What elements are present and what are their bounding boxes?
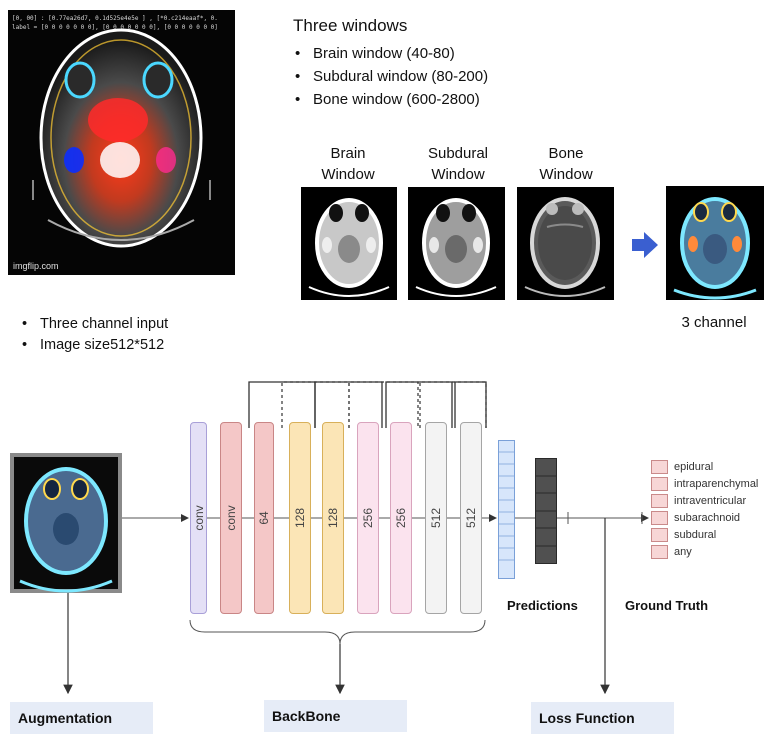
feature-vector	[498, 440, 515, 579]
backbone-layer: conv	[220, 422, 242, 614]
heatmap-image: [0, 00] : [0.77ea26d7, 0.1d525e4e5e ] , …	[8, 10, 235, 275]
input-info-size: Image size512*512	[20, 335, 168, 356]
arrow-right-icon	[632, 232, 658, 258]
predictions-label: Predictions	[507, 598, 578, 613]
heatmap-scan	[32, 28, 211, 248]
brain-window-image	[301, 187, 397, 300]
backbone-layer: conv	[190, 422, 207, 614]
bone-window-label: Bone Window	[539, 145, 593, 183]
bone-window-image	[517, 187, 614, 300]
windows-list: Brain window (40-80) Subdural window (80…	[293, 42, 488, 111]
augmentation-label: Augmentation	[10, 702, 153, 734]
heatmap-info-line: label = [0 0 0 0 0 0 0], [0 0 0 0 0 0 0]…	[12, 24, 218, 31]
backbone-layer: 256	[357, 422, 379, 614]
gt-cell	[651, 477, 668, 491]
ground-truth-label: Ground Truth	[625, 598, 709, 613]
window-item-brain: Brain window (40-80)	[293, 42, 488, 65]
heatmap-info: [0, 00] : [0.77ea26d7, 0.1d525e4e5e ] , …	[12, 14, 218, 32]
subdural-ct-scan	[415, 198, 497, 297]
windows-title: Three windows	[293, 16, 408, 35]
backbone-layer: 128	[289, 422, 311, 614]
watermark: imgflip.com	[13, 261, 59, 271]
augmentation-input-image	[10, 453, 122, 593]
window-item-bone: Bone window (600-2800)	[293, 88, 488, 111]
three-channel-label: 3 channel	[681, 314, 747, 331]
gt-class-intraparenchymal: intraparenchymal	[674, 478, 759, 490]
loss-function-label: Loss Function	[531, 702, 674, 734]
backbone-layer: 256	[390, 422, 412, 614]
backbone-layer: 512	[425, 422, 447, 614]
gt-class-subdural: subdural	[674, 529, 717, 541]
three-channel-scan	[673, 197, 757, 300]
gt-cell	[651, 494, 668, 508]
gt-cell	[651, 511, 668, 525]
gt-class-any: any	[674, 546, 692, 558]
backbone-label: BackBone	[264, 700, 407, 732]
backbone-layer: 512	[460, 422, 482, 614]
input-info-channels: Three channel input	[20, 314, 168, 335]
backbone-layer: 64	[254, 422, 274, 614]
gt-cell	[651, 460, 668, 474]
heatmap-info-line: [0, 00] : [0.77ea26d7, 0.1d525e4e5e ] , …	[12, 15, 218, 22]
augmentation-ct-scan	[14, 457, 118, 593]
gt-cell	[651, 545, 668, 559]
window-item-subdural: Subdural window (80-200)	[293, 65, 488, 88]
brain-window-label: Brain Window	[321, 145, 375, 183]
gt-class-subarachnoid: subarachnoid	[674, 512, 741, 524]
gt-class-epidural: epidural	[674, 461, 714, 473]
input-info-list: Three channel input Image size512*512	[20, 314, 168, 356]
bone-ct-scan	[524, 197, 606, 297]
gt-class-intraventricular: intraventricular	[674, 495, 747, 507]
brain-ct-scan	[308, 198, 390, 297]
gt-cell	[651, 528, 668, 542]
predictions-column	[535, 458, 557, 564]
three-channel-image	[666, 186, 764, 300]
backbone-layer: 128	[322, 422, 344, 614]
subdural-window-label: Subdural Window	[427, 145, 489, 183]
subdural-window-image	[408, 187, 505, 300]
